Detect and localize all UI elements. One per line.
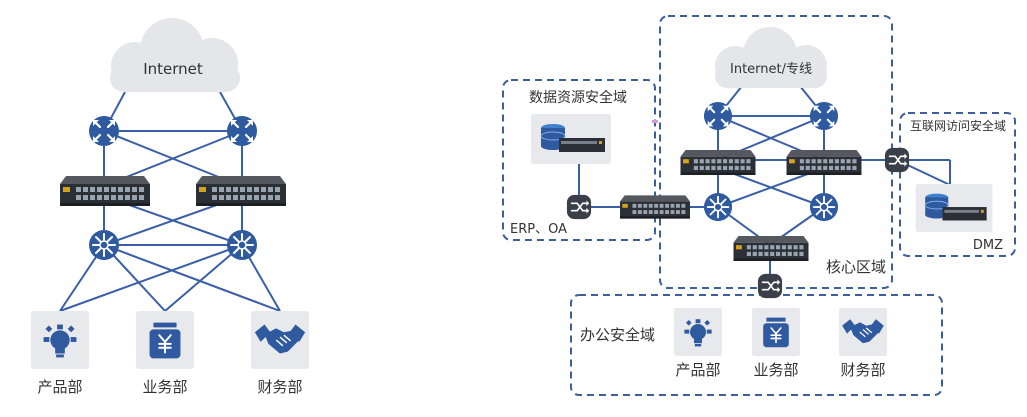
zone-caption: DMZ [973, 238, 1003, 253]
rack-switch-icon [680, 150, 756, 175]
core-switch-icon [809, 192, 839, 222]
dept-label: 产品部 [37, 378, 82, 396]
dept-label: 财务部 [840, 361, 885, 379]
router-icon [703, 101, 733, 131]
cloud-label: Internet/专线 [730, 62, 812, 77]
internet-cloud: Internet [110, 18, 240, 92]
dept-label: 财务部 [257, 378, 302, 396]
yen-jar-icon [751, 308, 801, 356]
core-switch-icon [226, 229, 258, 261]
dept-label: 业务部 [753, 361, 798, 379]
internet-leased-line-cloud: Internet/专线 [715, 27, 827, 88]
access-switch-icon [757, 273, 783, 299]
zone-internet-access [899, 112, 1016, 257]
router-icon [809, 101, 839, 131]
rack-switch-icon [196, 176, 286, 206]
rack-switch-icon [620, 195, 690, 219]
zone-title: 数据资源安全域 [529, 89, 627, 106]
dept-label: 产品部 [675, 361, 720, 379]
server-icon [915, 184, 993, 232]
core-switch-icon [88, 229, 120, 261]
left-topology: Internet 产品部 业务部 财务部 [31, 18, 310, 396]
rack-switch-icon [60, 176, 150, 206]
rack-switch-icon [786, 150, 862, 175]
cloud-label: Internet [143, 60, 203, 78]
lightbulb-icon [31, 311, 89, 369]
access-switch-icon [884, 147, 910, 173]
handshake-icon [250, 311, 310, 369]
router-icon [88, 115, 120, 147]
access-switch-icon [566, 194, 592, 220]
zone-title: 办公安全域 [580, 326, 655, 344]
router-icon [226, 115, 258, 147]
server-icon [531, 114, 611, 164]
zone-caption: ERP、OA [510, 222, 567, 237]
marker [652, 120, 658, 123]
lightbulb-icon [674, 308, 722, 356]
zone-data-resource [502, 79, 656, 241]
zone-title: 互联网访问安全域 [910, 118, 1006, 133]
dept-label: 业务部 [142, 378, 187, 396]
zone-office [570, 294, 943, 396]
zone-title: 核心区域 [826, 258, 886, 276]
core-switch-icon [703, 192, 733, 222]
right-topology: Internet/专线 数据资源安全域 ERP、OA 核心区域 互联网访问安全域… [502, 15, 1016, 396]
handshake-icon [838, 308, 888, 356]
rack-switch-icon [733, 236, 809, 261]
yen-jar-icon [134, 311, 196, 369]
